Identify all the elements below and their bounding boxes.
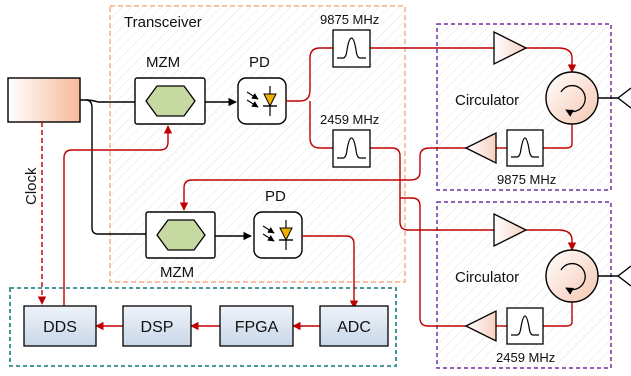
bandpass-filter-icon <box>337 137 366 159</box>
antenna-unit-bottom <box>436 201 612 369</box>
circulator-icon <box>560 262 586 295</box>
dds-label: DDS <box>43 319 77 336</box>
mzm-top-label: MZM <box>146 54 180 71</box>
amplifier-triangle-icon <box>493 212 528 248</box>
rx-filter-bottom-freq-label: 2459 MHz <box>496 350 555 365</box>
adc-label: ADC <box>337 319 371 336</box>
photodiode-top: PD <box>237 54 287 125</box>
transceiver-label: Transceiver <box>124 14 202 31</box>
fpga-label: FPGA <box>235 319 279 336</box>
transceiver-group <box>109 5 406 283</box>
bandpass-filter-mid: 2459 MHz <box>320 112 379 168</box>
fpga-block: FPGA <box>219 305 294 347</box>
circulator-bottom-label: Circulator <box>455 269 519 286</box>
bandpass-filter-icon <box>511 137 539 158</box>
rx-filter-top-freq-label: 9875 MHz <box>497 172 556 187</box>
photodiode-icon <box>246 86 277 116</box>
circulator-top <box>545 71 599 125</box>
mzm-bottom: MZM <box>145 211 216 281</box>
photodiode-icon <box>262 220 293 250</box>
mzm-top: MZM <box>134 54 206 125</box>
mach-zehnder-modulator-icon <box>156 219 206 251</box>
laser-source-icon <box>7 77 81 123</box>
bandpass-filter-top: 9875 MHz <box>320 12 379 68</box>
dds-block: DDS <box>23 305 97 347</box>
amplifier-triangle-icon <box>464 309 497 343</box>
circulator-top-label: Circulator <box>455 92 519 109</box>
baseband-group <box>9 287 397 367</box>
filter-top-freq-label: 9875 MHz <box>320 12 379 27</box>
electrical-signal-paths <box>37 47 577 331</box>
circulator-bottom <box>545 249 599 303</box>
optical-fiber-paths <box>80 97 252 241</box>
mach-zehnder-modulator-icon <box>145 85 196 117</box>
filter-mid-freq-label: 2459 MHz <box>320 112 379 127</box>
antenna-icon <box>617 265 631 287</box>
photodiode-bottom: PD <box>253 188 303 259</box>
antenna-icon <box>617 87 631 109</box>
dsp-label: DSP <box>141 319 174 336</box>
pd-top-label: PD <box>249 54 270 71</box>
mzm-bottom-label: MZM <box>160 264 194 281</box>
pd-bottom-label: PD <box>265 188 286 205</box>
circulator-icon <box>560 84 586 117</box>
clock-label: Clock <box>23 167 40 205</box>
rx-filter-bottom <box>506 307 544 345</box>
adc-block: ADC <box>319 305 389 347</box>
bandpass-filter-icon <box>511 315 539 336</box>
antenna-unit-top <box>436 23 612 191</box>
amplifier-triangle-icon <box>493 30 528 66</box>
dsp-block: DSP <box>122 305 192 347</box>
bandpass-filter-icon <box>337 37 366 59</box>
rx-filter-top <box>506 129 544 167</box>
amplifier-triangle-icon <box>464 131 497 165</box>
